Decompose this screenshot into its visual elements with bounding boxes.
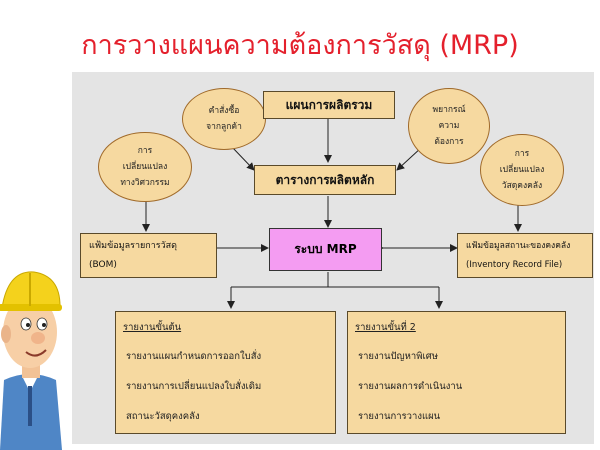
- primary-report-item: รายงานการเปลี่ยนแปลงใบสั่งเดิม: [126, 381, 262, 392]
- secondary-report-item: รายงานปัญหาพิเศษ: [358, 351, 438, 362]
- primary-reports-title: รายงานขั้นต้น: [123, 322, 182, 333]
- secondary-report-item: รายงานผลการดำเนินงาน: [358, 381, 463, 392]
- arrow-order-to-master: [231, 146, 255, 171]
- secondary-reports-box: รายงานขั้นที่ 2 รายงานปัญหาพิเศษ รายงานผ…: [347, 311, 566, 434]
- worker-mascot-illustration: [0, 271, 62, 450]
- node-mrp-system: ระบบ MRP: [269, 228, 382, 271]
- primary-report-item: รายงานแผนกำหนดการออกใบสั่ง: [126, 351, 262, 362]
- node-engineering-change: การ เปลี่ยนแปลง ทางวิศวกรรม: [98, 132, 192, 202]
- node-inventory-change: การ เปลี่ยนแปลง วัสดุคงคลัง: [480, 134, 564, 206]
- node-bom-file: แฟ้มข้อมูลรายการวัสดุ (BOM): [80, 233, 217, 278]
- secondary-reports-title: รายงานขั้นที่ 2: [355, 322, 416, 333]
- node-forecast: พยากรณ์ ความ ต้องการ: [408, 88, 490, 164]
- slide-title: การวางแผนความต้องการวัสดุ (MRP): [81, 30, 519, 61]
- node-inventory-record-file: แฟ้มข้อมูลสถานะของคงคลัง (Inventory Reco…: [457, 233, 593, 278]
- primary-report-item: สถานะวัสดุคงคลัง: [126, 411, 200, 422]
- node-master-schedule: ตารางการผลิตหลัก: [254, 165, 396, 195]
- secondary-report-item: รายงานการวางแผน: [358, 411, 441, 422]
- primary-reports-box: รายงานขั้นต้น รายงานแผนกำหนดการออกใบสั่ง…: [115, 311, 336, 434]
- node-aggregate-plan: แผนการผลิตรวม: [263, 91, 395, 119]
- node-customer-order: คำสั่งซื้อ จากลูกค้า: [182, 88, 266, 150]
